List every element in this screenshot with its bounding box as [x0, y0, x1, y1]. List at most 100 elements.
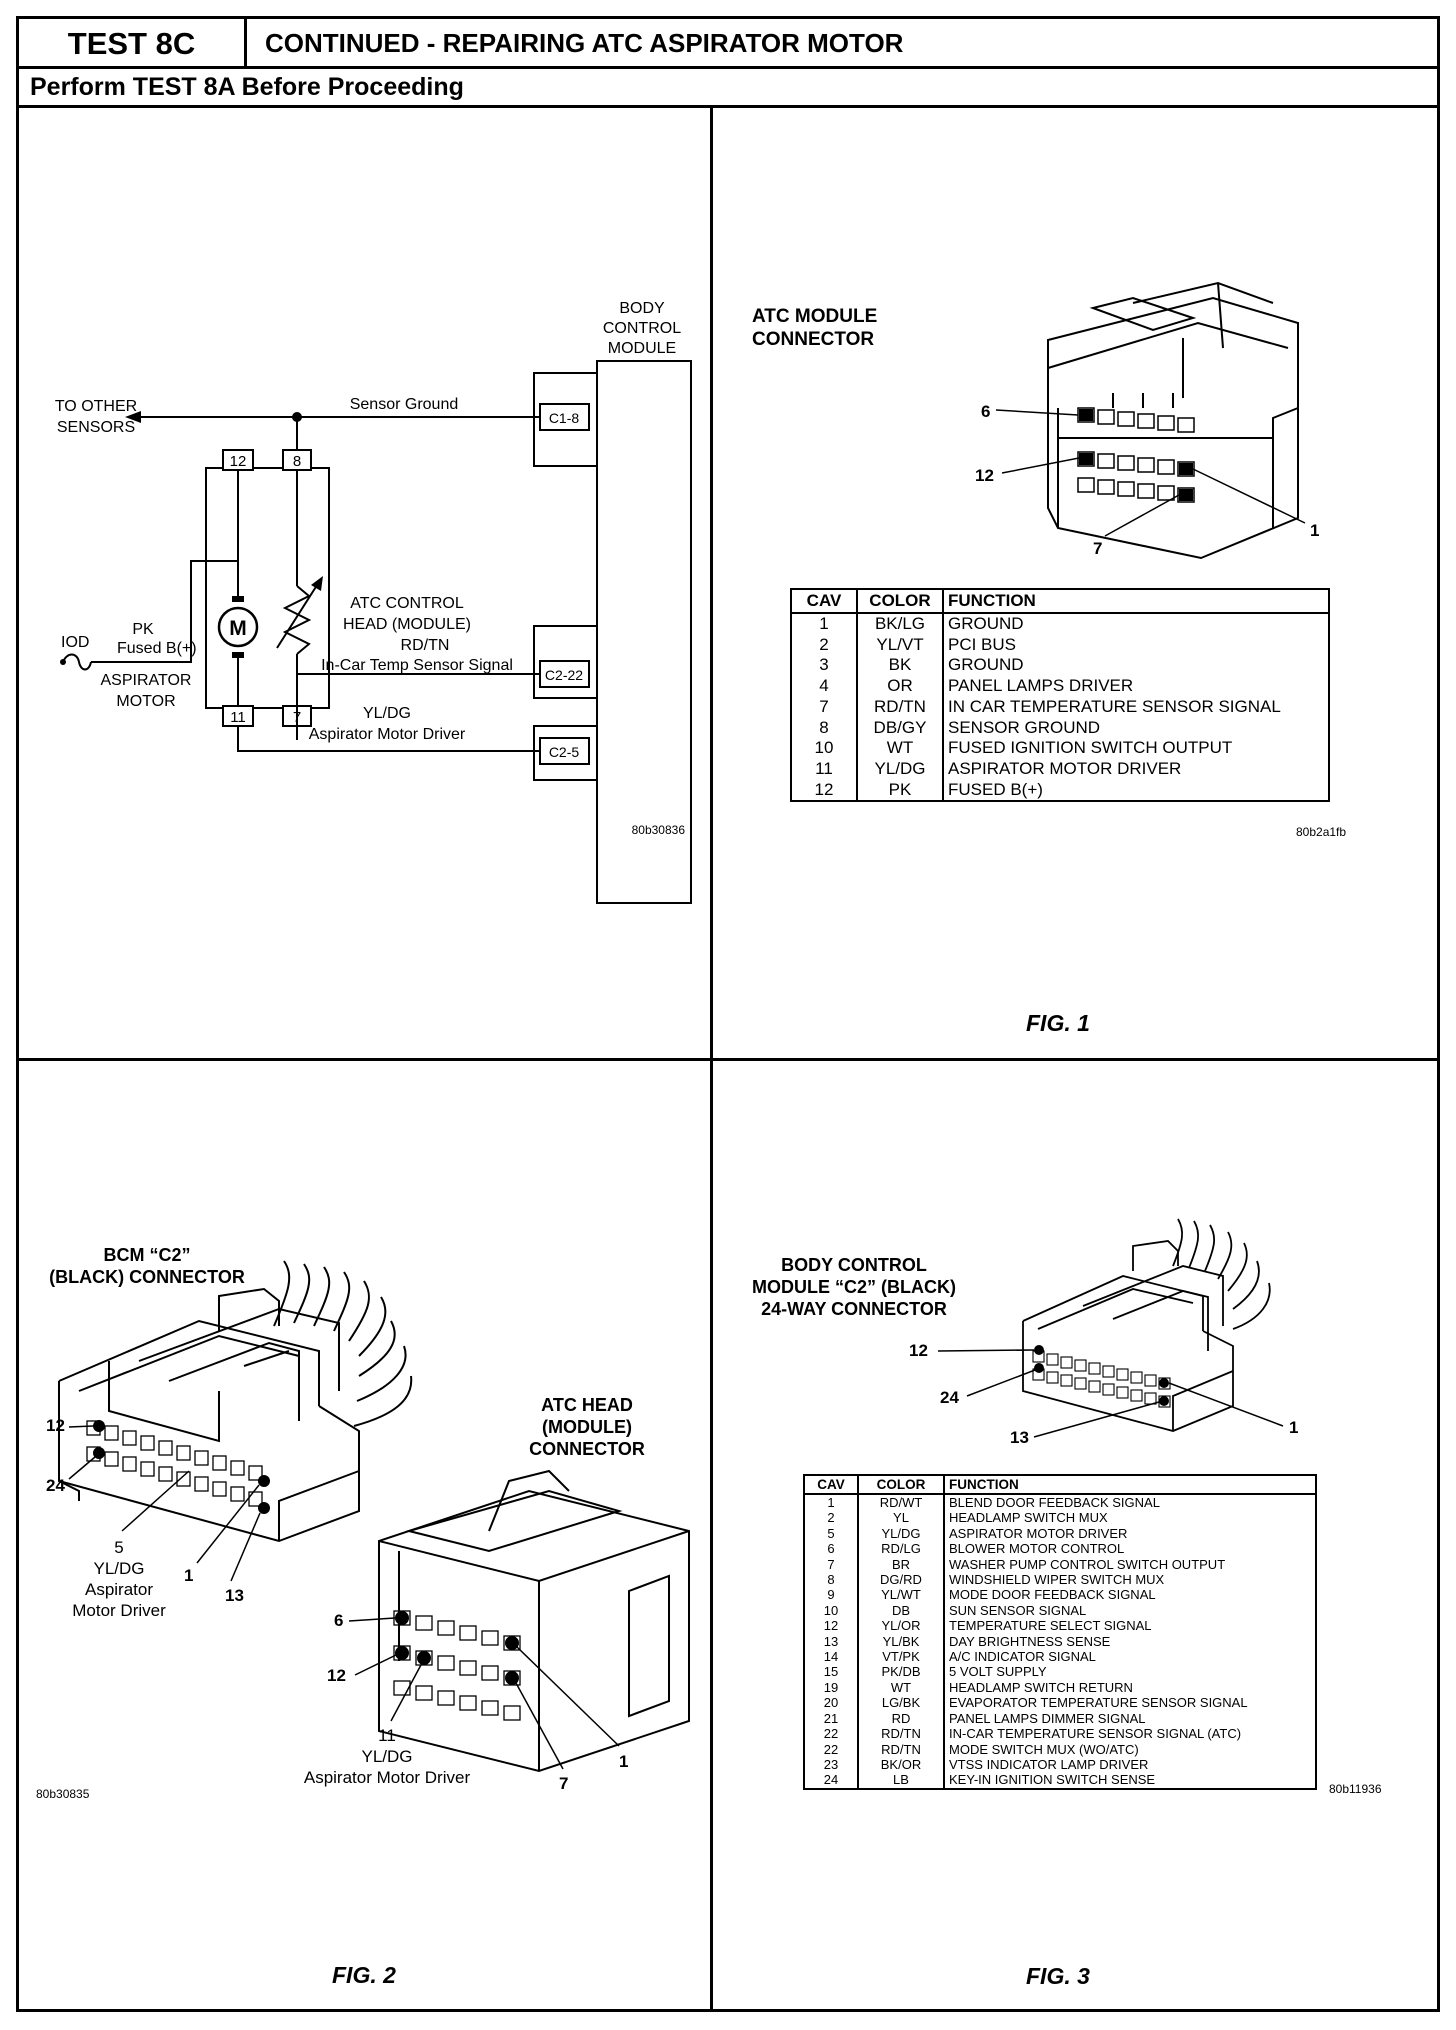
- fig1-code: 80b2a1fb: [1296, 825, 1347, 839]
- function-cell: EVAPORATOR TEMPERATURE SENSOR SIGNAL: [943, 1695, 1317, 1711]
- function-cell: SENSOR GROUND: [942, 717, 1330, 739]
- cav-cell: 6: [803, 1541, 859, 1557]
- color-cell: LB: [857, 1772, 945, 1790]
- fig3-callout-12: 12: [909, 1341, 928, 1360]
- bcm-cavity-1-marker: [258, 1475, 270, 1487]
- bcm-cavity-13-marker: [258, 1502, 270, 1514]
- fig2-code: 80b30835: [36, 1787, 90, 1801]
- cav-cell: 20: [803, 1695, 859, 1711]
- fig3-callout-12-leader: [937, 1349, 1035, 1352]
- atc-callout-7-leader: [515, 1682, 564, 1770]
- in-car-temp-wire: [296, 673, 540, 726]
- fig2-connector-drawings: BCM “C2” (BLACK) CONNECTOR: [36, 1245, 690, 1988]
- fig3-heading-line1: BODY CONTROL: [781, 1255, 927, 1275]
- schematic-panel: BODY CONTROL MODULE C1-8 C2-22 C2-5 Sens…: [19, 108, 710, 1058]
- fig2-caption: FIG. 2: [332, 1962, 396, 1988]
- bcm-pin5-leader: [121, 1470, 190, 1532]
- color-cell: YL/VT: [856, 634, 944, 656]
- cav-cell: 7: [790, 696, 858, 718]
- bcm24-cavity-24-marker: [1034, 1363, 1044, 1373]
- cav-header: CAV: [790, 588, 858, 614]
- fig3-callout-1: 1: [1289, 1418, 1298, 1437]
- function-cell: ASPIRATOR MOTOR DRIVER: [943, 1525, 1317, 1542]
- fig3-panel: BODY CONTROL MODULE “C2” (BLACK) 24-WAY …: [713, 1061, 1437, 2011]
- color-cell: YL/DG: [857, 1525, 945, 1542]
- bcm-pin5-number: 5: [114, 1538, 123, 1557]
- aspirator-motor-label-line2: MOTOR: [116, 693, 175, 710]
- cav-cell: 2: [803, 1510, 859, 1526]
- atc-cavity-7-marker: [505, 1671, 519, 1685]
- cav-cell: 10: [803, 1602, 859, 1619]
- motor-brush-bottom: [232, 652, 244, 658]
- cav-cell: 22: [803, 1726, 859, 1742]
- callout-1: 1: [1310, 521, 1319, 540]
- function-cell: FUSED B(+): [942, 779, 1330, 803]
- atc-pin11-leader: [390, 1662, 423, 1722]
- atc-callout-1-leader: [516, 1646, 620, 1747]
- atc-callout-1: 1: [619, 1752, 628, 1771]
- aspirator-driver-wire: [237, 726, 540, 752]
- fused-b-label: Fused B(+): [117, 640, 197, 657]
- function-header: FUNCTION: [943, 1474, 1317, 1495]
- atc-callout-6: 6: [334, 1611, 343, 1630]
- fig3-heading-line2: MODULE “C2” (BLACK): [752, 1277, 956, 1297]
- bcm-24-way-connector: [1022, 1240, 1234, 1432]
- color-cell: BK/OR: [857, 1756, 945, 1773]
- atc-module-connector-drawing: ATC MODULE CONNECTOR: [752, 281, 1319, 560]
- cavity-12-marker: [1079, 453, 1093, 465]
- cav-cell: 2: [790, 634, 858, 656]
- pin-11-label: 11: [230, 709, 246, 726]
- bcm-callout-1-leader: [196, 1484, 260, 1564]
- iod-label: IOD: [61, 634, 89, 651]
- color-cell: BR: [857, 1556, 945, 1573]
- fig3-callout-13-leader: [1033, 1401, 1160, 1438]
- atc-cavity-12-marker: [395, 1646, 409, 1660]
- function-cell: GROUND: [942, 613, 1330, 635]
- color-cell: BK: [856, 655, 944, 677]
- function-cell: VTSS INDICATOR LAMP DRIVER: [943, 1756, 1317, 1773]
- subheader-divider: [16, 105, 1440, 108]
- bcm24-cavity-1-marker: [1159, 1378, 1169, 1388]
- fig2-panel: BCM “C2” (BLACK) CONNECTOR: [19, 1061, 710, 2011]
- aspirator-motor-label-line1: ASPIRATOR: [101, 672, 192, 689]
- atc-head-heading-line1: ATC HEAD: [541, 1395, 633, 1415]
- atc-cavity-1-marker: [505, 1636, 519, 1650]
- bcm-callout-12-leader: [68, 1425, 94, 1428]
- schematic-code: 80b30836: [632, 823, 686, 837]
- callout-6-leader: [995, 409, 1079, 416]
- bcm-c2-heading-line1: BCM “C2”: [103, 1245, 190, 1265]
- function-cell: ASPIRATOR MOTOR DRIVER: [942, 758, 1330, 780]
- bcm-24-way-wires: [1172, 1218, 1271, 1330]
- atc-head-connector: [378, 1469, 690, 1773]
- prerequisite-note: Perform TEST 8A Before Proceeding: [30, 72, 464, 101]
- yl-dg-wire-label: YL/DG: [363, 705, 411, 722]
- cavity-6-marker: [1079, 409, 1093, 421]
- function-cell: PCI BUS: [942, 634, 1330, 656]
- cav-cell: 12: [803, 1618, 859, 1634]
- color-cell: WT: [857, 1679, 945, 1696]
- bcm24-cavity-13-marker: [1159, 1396, 1169, 1406]
- cav-cell: 24: [803, 1772, 859, 1790]
- color-cell: WT: [856, 738, 944, 759]
- sensor-ground-label: Sensor Ground: [350, 396, 459, 413]
- callout-7-leader: [1104, 494, 1180, 537]
- cav-cell: 13: [803, 1633, 859, 1650]
- c2-22-label: C2-22: [545, 667, 583, 683]
- function-cell: DAY BRIGHTNESS SENSE: [943, 1633, 1317, 1650]
- cav-cell: 3: [790, 655, 858, 677]
- c2-5-label: C2-5: [549, 744, 580, 760]
- cav-cell: 12: [790, 779, 858, 803]
- color-cell: PK: [856, 779, 944, 803]
